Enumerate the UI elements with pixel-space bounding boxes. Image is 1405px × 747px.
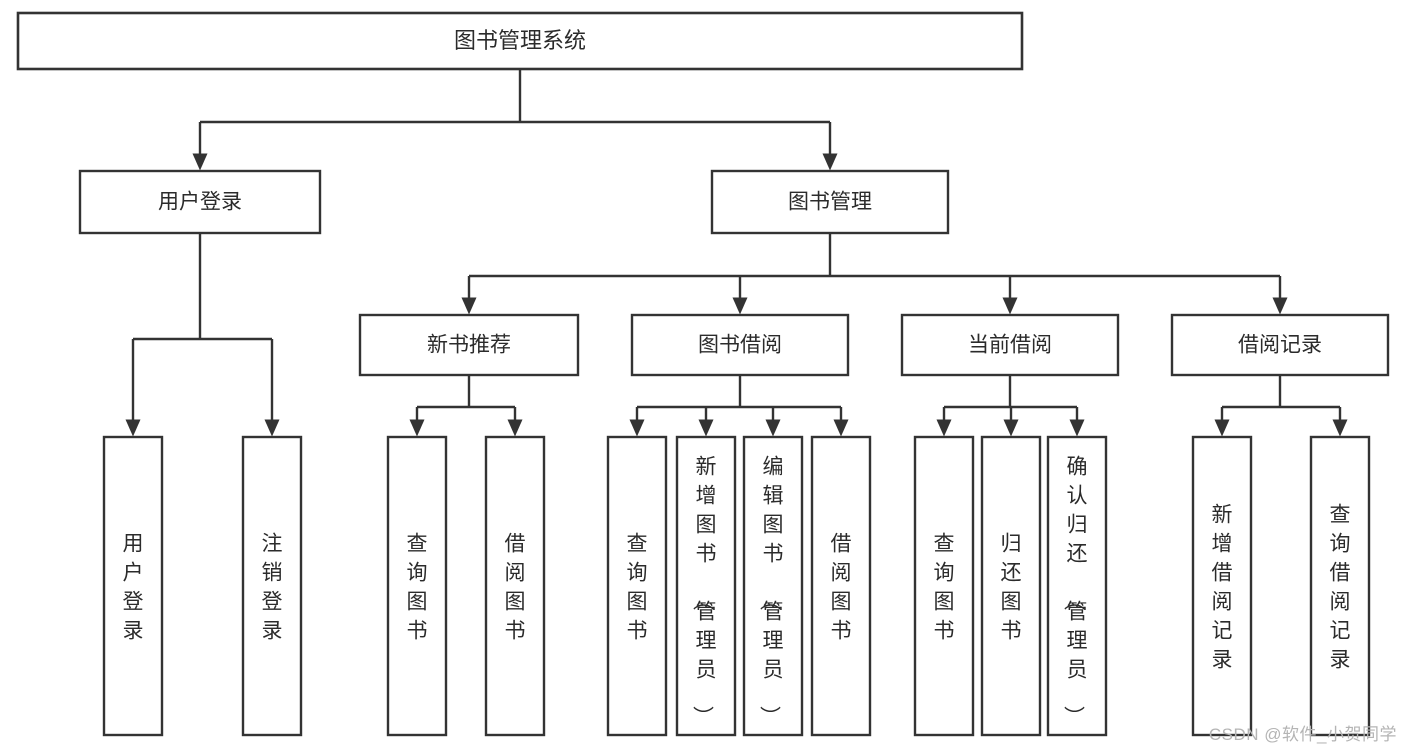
node-layer: 图书管理系统用户登录图书管理新书推荐图书借阅当前借阅借阅记录用户登录注销登录查询… [16,11,1390,737]
edge-group [629,375,849,437]
node-box[interactable] [1191,435,1253,737]
node-box[interactable] [980,435,1042,737]
leaf-leaf-query-book-1[interactable]: 查询图书 [386,435,448,737]
leaf-leaf-user-login[interactable]: 用户登录 [102,435,164,737]
node-label: 用户登录 [158,191,242,214]
edge-group [1214,375,1348,437]
node-box[interactable] [1170,313,1390,377]
node-label: 借阅记录 [1238,334,1322,357]
arrow-head-icon [1002,297,1018,315]
watermark-text: CSDN @软件_小贺同学 [1208,725,1397,744]
node-box[interactable] [1046,435,1108,737]
node-box[interactable] [675,435,737,737]
node-borrow-record[interactable]: 借阅记录 [1170,313,1390,377]
node-box[interactable] [810,435,872,737]
node-new-book-recommend[interactable]: 新书推荐 [358,313,580,377]
node-current-borrow[interactable]: 当前借阅 [900,313,1120,377]
node-label: 确认归还（管理员） [1062,456,1088,727]
leaf-leaf-query-book-3[interactable]: 查询图书 [913,435,975,737]
arrow-head-icon [264,419,280,437]
node-book-borrow[interactable]: 图书借阅 [630,313,850,377]
arrow-head-icon [765,419,781,437]
node-box[interactable] [710,169,950,235]
arrow-head-icon [125,419,141,437]
arrow-head-icon [1003,419,1019,437]
node-label: 新增图书（管理员） [691,456,717,727]
node-label: 归还图书 [1001,533,1022,643]
node-label: 注销登录 [262,533,283,643]
leaf-leaf-borrow-book-2[interactable]: 借阅图书 [810,435,872,737]
node-label: 新增借阅记录 [1212,504,1233,672]
node-box[interactable] [386,435,448,737]
arrow-head-icon [1069,419,1085,437]
node-label: 借阅图书 [505,533,526,643]
node-box[interactable] [358,313,580,377]
node-user-login[interactable]: 用户登录 [78,169,322,235]
arrow-head-icon [936,419,952,437]
node-box[interactable] [1309,435,1371,737]
node-box[interactable] [630,313,850,377]
node-label: 借阅图书 [831,533,852,643]
edge-group [192,69,838,171]
arrow-head-icon [822,153,838,171]
node-box[interactable] [900,313,1120,377]
node-label: 查询图书 [407,533,428,643]
arrow-head-icon [1332,419,1348,437]
node-label: 查询图书 [627,533,648,643]
node-box[interactable] [78,169,322,235]
edge-group [936,375,1085,437]
leaf-leaf-add-book[interactable]: 新增图书（管理员） [675,435,737,737]
edge-group [125,233,280,437]
arrow-head-icon [461,297,477,315]
leaf-leaf-add-record[interactable]: 新增借阅记录 [1191,435,1253,737]
edge-group [461,233,1288,315]
edge-layer [125,69,1348,437]
arrow-head-icon [1272,297,1288,315]
edge-group [409,375,523,437]
leaf-leaf-return-book[interactable]: 归还图书 [980,435,1042,737]
leaf-leaf-logout[interactable]: 注销登录 [241,435,303,737]
arrow-head-icon [833,419,849,437]
node-label: 图书管理系统 [454,28,586,53]
node-box[interactable] [241,435,303,737]
arrow-head-icon [1214,419,1230,437]
node-label: 用户登录 [123,533,144,643]
node-label: 查询图书 [934,533,955,643]
arrow-head-icon [507,419,523,437]
arrow-head-icon [732,297,748,315]
leaf-leaf-confirm-return[interactable]: 确认归还（管理员） [1046,435,1108,737]
node-box[interactable] [913,435,975,737]
node-box[interactable] [606,435,668,737]
node-root[interactable]: 图书管理系统 [16,11,1024,71]
node-label: 图书借阅 [698,334,782,357]
node-box[interactable] [16,11,1024,71]
node-box[interactable] [102,435,164,737]
node-box[interactable] [484,435,546,737]
node-label: 当前借阅 [968,334,1052,357]
node-label: 编辑图书（管理员） [758,456,784,727]
arrow-head-icon [409,419,425,437]
leaf-leaf-query-book-2[interactable]: 查询图书 [606,435,668,737]
node-label: 图书管理 [788,191,872,214]
node-book-manage[interactable]: 图书管理 [710,169,950,235]
arrow-head-icon [192,153,208,171]
arrow-head-icon [629,419,645,437]
node-label: 新书推荐 [427,334,511,357]
node-label: 查询借阅记录 [1330,504,1351,672]
leaf-leaf-query-record[interactable]: 查询借阅记录 [1309,435,1371,737]
leaf-leaf-edit-book[interactable]: 编辑图书（管理员） [742,435,804,737]
leaf-leaf-borrow-book-1[interactable]: 借阅图书 [484,435,546,737]
node-box[interactable] [742,435,804,737]
arrow-head-icon [698,419,714,437]
